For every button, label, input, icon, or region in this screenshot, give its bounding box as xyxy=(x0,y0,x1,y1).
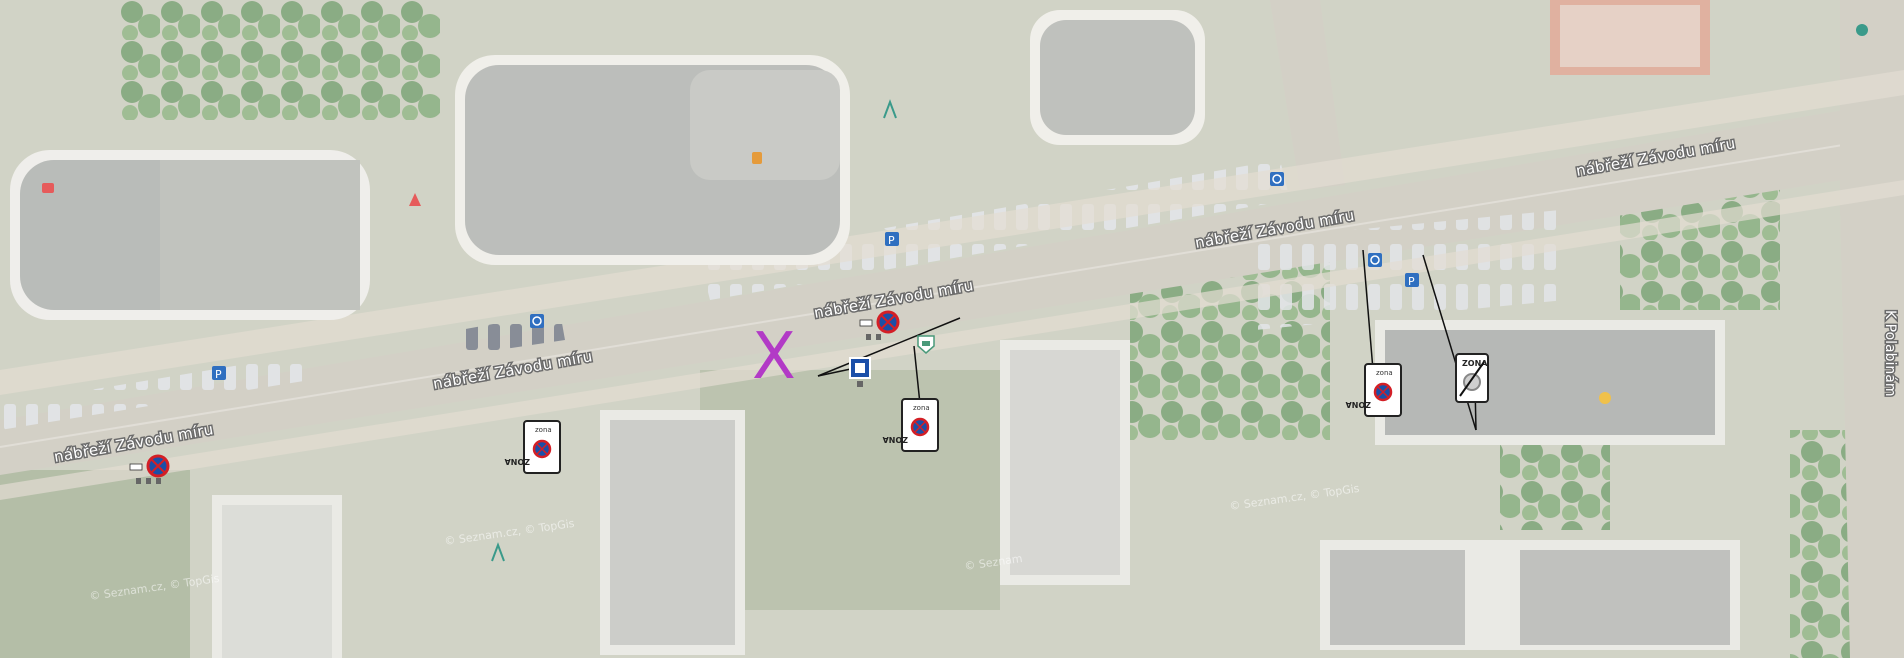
tree-area xyxy=(120,0,440,120)
poi-icon[interactable] xyxy=(752,152,762,164)
building-roof xyxy=(1040,20,1195,135)
svg-text:P: P xyxy=(1408,275,1415,288)
side-road xyxy=(1840,0,1904,658)
building-roof xyxy=(222,505,332,658)
poi-icon[interactable] xyxy=(1856,24,1868,36)
bus-stop-icon[interactable] xyxy=(917,335,935,354)
road-centerline xyxy=(0,134,1904,448)
building-roof xyxy=(1010,350,1120,575)
sidewalk xyxy=(0,180,1904,500)
building-roof xyxy=(610,420,735,645)
tree-area xyxy=(1500,430,1610,530)
no-parking-sign-icon[interactable] xyxy=(129,454,170,484)
zona-sign-icon[interactable]: zona ZONA xyxy=(1345,363,1402,417)
annotation-line xyxy=(913,345,921,405)
annotation-line xyxy=(817,317,961,377)
playground-icon[interactable] xyxy=(491,542,505,562)
svg-text:ZONA: ZONA xyxy=(504,457,530,466)
parking-icon[interactable]: P xyxy=(885,232,899,247)
disabled-parking-icon[interactable] xyxy=(530,314,544,328)
main-road xyxy=(0,100,1904,475)
svg-text:ZONA: ZONA xyxy=(1345,400,1371,409)
parking-row xyxy=(0,355,310,430)
svg-text:P: P xyxy=(888,234,895,247)
playground-icon[interactable] xyxy=(883,99,897,119)
sidewalk xyxy=(0,70,1904,395)
svg-text:zona: zona xyxy=(913,404,930,412)
parking-icon[interactable]: P xyxy=(212,366,226,381)
svg-text:ZONA: ZONA xyxy=(1462,359,1488,368)
svg-text:P: P xyxy=(215,368,222,381)
marker-x[interactable]: X xyxy=(752,320,796,394)
disabled-parking-icon[interactable] xyxy=(1270,172,1284,186)
building-roof xyxy=(1330,550,1465,645)
zona-end-sign-icon[interactable]: ZONA xyxy=(1455,353,1489,403)
building-roof xyxy=(1560,5,1700,67)
poi-icon[interactable] xyxy=(42,183,54,193)
disabled-parking-icon[interactable] xyxy=(1368,253,1382,267)
side-road xyxy=(1270,0,1345,190)
annotation-line xyxy=(1362,249,1374,371)
svg-text:zona: zona xyxy=(535,426,552,434)
building-roof xyxy=(160,160,360,310)
svg-text:zona: zona xyxy=(1376,369,1393,377)
poi-icon[interactable] xyxy=(1599,392,1611,404)
zona-sign-icon[interactable]: zona ZONA xyxy=(882,398,939,452)
building-roof xyxy=(690,70,840,180)
building-roof xyxy=(1520,550,1730,645)
building-roof xyxy=(1385,330,1715,435)
grass-area xyxy=(0,470,190,658)
parking-icon[interactable]: P xyxy=(1405,273,1419,288)
poi-icon[interactable] xyxy=(409,193,421,206)
no-parking-sign-icon[interactable] xyxy=(859,310,900,340)
grass-area xyxy=(700,370,1000,610)
information-sign-icon[interactable] xyxy=(849,357,871,387)
svg-text:ZONA: ZONA xyxy=(882,435,908,444)
street-label-vertical: K Polabinám xyxy=(1882,310,1898,396)
zona-sign-icon[interactable]: zona ZONA xyxy=(504,420,561,474)
